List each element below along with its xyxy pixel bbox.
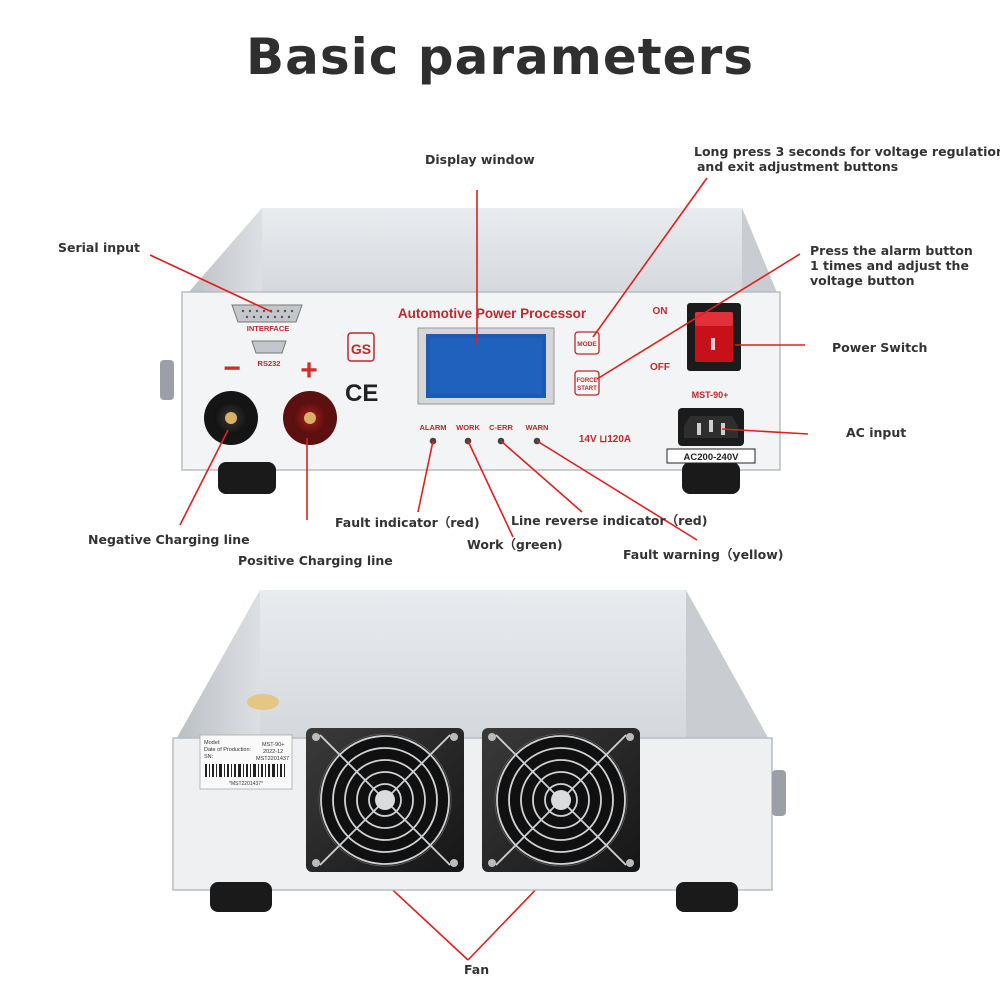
arrow-fan-right	[467, 879, 546, 961]
on-label: ON	[653, 306, 668, 317]
minus-sign: −	[223, 352, 241, 385]
arrow-cerr-led	[500, 440, 583, 513]
rear-unit-lid	[173, 590, 772, 745]
label-fault-indicator: Fault indicator（red)	[335, 515, 480, 530]
arrow-alarm-led	[417, 440, 434, 513]
label-alarm-button-line1: Press the alarm button	[810, 243, 973, 258]
label-sn-key: SN:	[204, 754, 214, 760]
foot	[682, 462, 740, 494]
plus-sign: +	[300, 354, 318, 387]
arrow-fan-left	[381, 879, 469, 961]
ce-mark: CE	[345, 380, 378, 407]
label-long-press-line1: Long press 3 seconds for voltage regulat…	[694, 144, 1000, 159]
barcode	[205, 764, 285, 777]
label-line-reverse: Line reverse indicator（red)	[511, 513, 708, 528]
label-work: Work（green)	[467, 537, 563, 552]
svg-text:GS: GS	[351, 341, 371, 357]
foot	[676, 882, 738, 912]
rating-label: 14V ⊔120A	[579, 434, 631, 445]
indicator-label-alarm: ALARM	[419, 423, 446, 432]
db9-connector	[251, 340, 287, 354]
fan-right	[482, 728, 640, 872]
label-display-window: Display window	[425, 152, 535, 167]
ac-rating-box	[666, 448, 756, 464]
gs-logo	[347, 332, 375, 362]
product-label	[199, 734, 293, 790]
arrow-mode-button	[592, 177, 708, 338]
front-unit: INTERFACE RS232 − + GS CE Automotive Pow…	[160, 208, 781, 494]
db25-connector	[231, 304, 303, 323]
mode-button[interactable]	[574, 331, 600, 355]
arrow-force-start	[596, 253, 801, 380]
front-unit-lid	[182, 208, 780, 300]
rs232-label: RS232	[258, 359, 281, 368]
indicator-label-cerr: C-ERR	[489, 423, 513, 432]
label-negative-line: Negative Charging line	[88, 532, 250, 547]
label-model-val: MST-90+	[262, 742, 284, 748]
force-label-line2: START	[577, 386, 597, 392]
label-alarm-button-line2: 1 times and adjust the	[810, 258, 969, 273]
foot	[210, 882, 272, 912]
label-serial-input: Serial input	[58, 240, 141, 255]
label-long-press-line2: and exit adjustment buttons	[697, 159, 899, 174]
label-ac-input: AC input	[846, 425, 907, 440]
label-date-val: 2022-12	[263, 749, 283, 755]
mode-button-label: MODE	[577, 341, 597, 348]
label-sn-val: MST2201437	[256, 756, 289, 762]
label-fault-warning: Fault warning（yellow)	[623, 547, 784, 562]
brand-label: Automotive Power Processor	[398, 306, 587, 321]
ac-rating-label: AC200-240V	[684, 452, 740, 463]
arrow-work-led	[467, 440, 514, 538]
page-title: Basic parameters	[246, 28, 754, 86]
label-alarm-button-line3: voltage button	[810, 273, 915, 288]
force-start-button[interactable]	[574, 370, 600, 396]
off-label: OFF	[650, 362, 670, 373]
rear-unit: Model: MST-90+ Date of Production: 2022-…	[172, 590, 786, 912]
label-date-key: Date of Production:	[204, 747, 252, 753]
foot	[218, 462, 276, 494]
model-label: MST-90+	[692, 390, 729, 400]
indicator-label-work: WORK	[456, 423, 480, 432]
label-positive-line: Positive Charging line	[238, 553, 393, 568]
label-power-switch: Power Switch	[832, 340, 928, 355]
indicator-label-warn: WARN	[526, 423, 549, 432]
arrow-negative-line	[179, 429, 229, 526]
label-barcode-text: *MST2201437*	[229, 781, 263, 787]
label-fan: Fan	[464, 962, 490, 977]
arrow-warn-led	[536, 440, 698, 541]
fan-left	[306, 728, 464, 872]
arrow-ac-input	[721, 428, 809, 435]
label-long-press: Long press 3 seconds for voltage regulat…	[694, 144, 1000, 174]
label-model-key: Model:	[204, 740, 221, 746]
interface-label: INTERFACE	[247, 324, 290, 333]
force-label-line1: FORCE	[577, 378, 598, 384]
arrow-serial-input	[149, 254, 273, 313]
label-alarm-button: Press the alarm button 1 times and adjus…	[810, 243, 973, 288]
side-knob	[160, 360, 174, 400]
annotation-lines	[149, 177, 809, 961]
